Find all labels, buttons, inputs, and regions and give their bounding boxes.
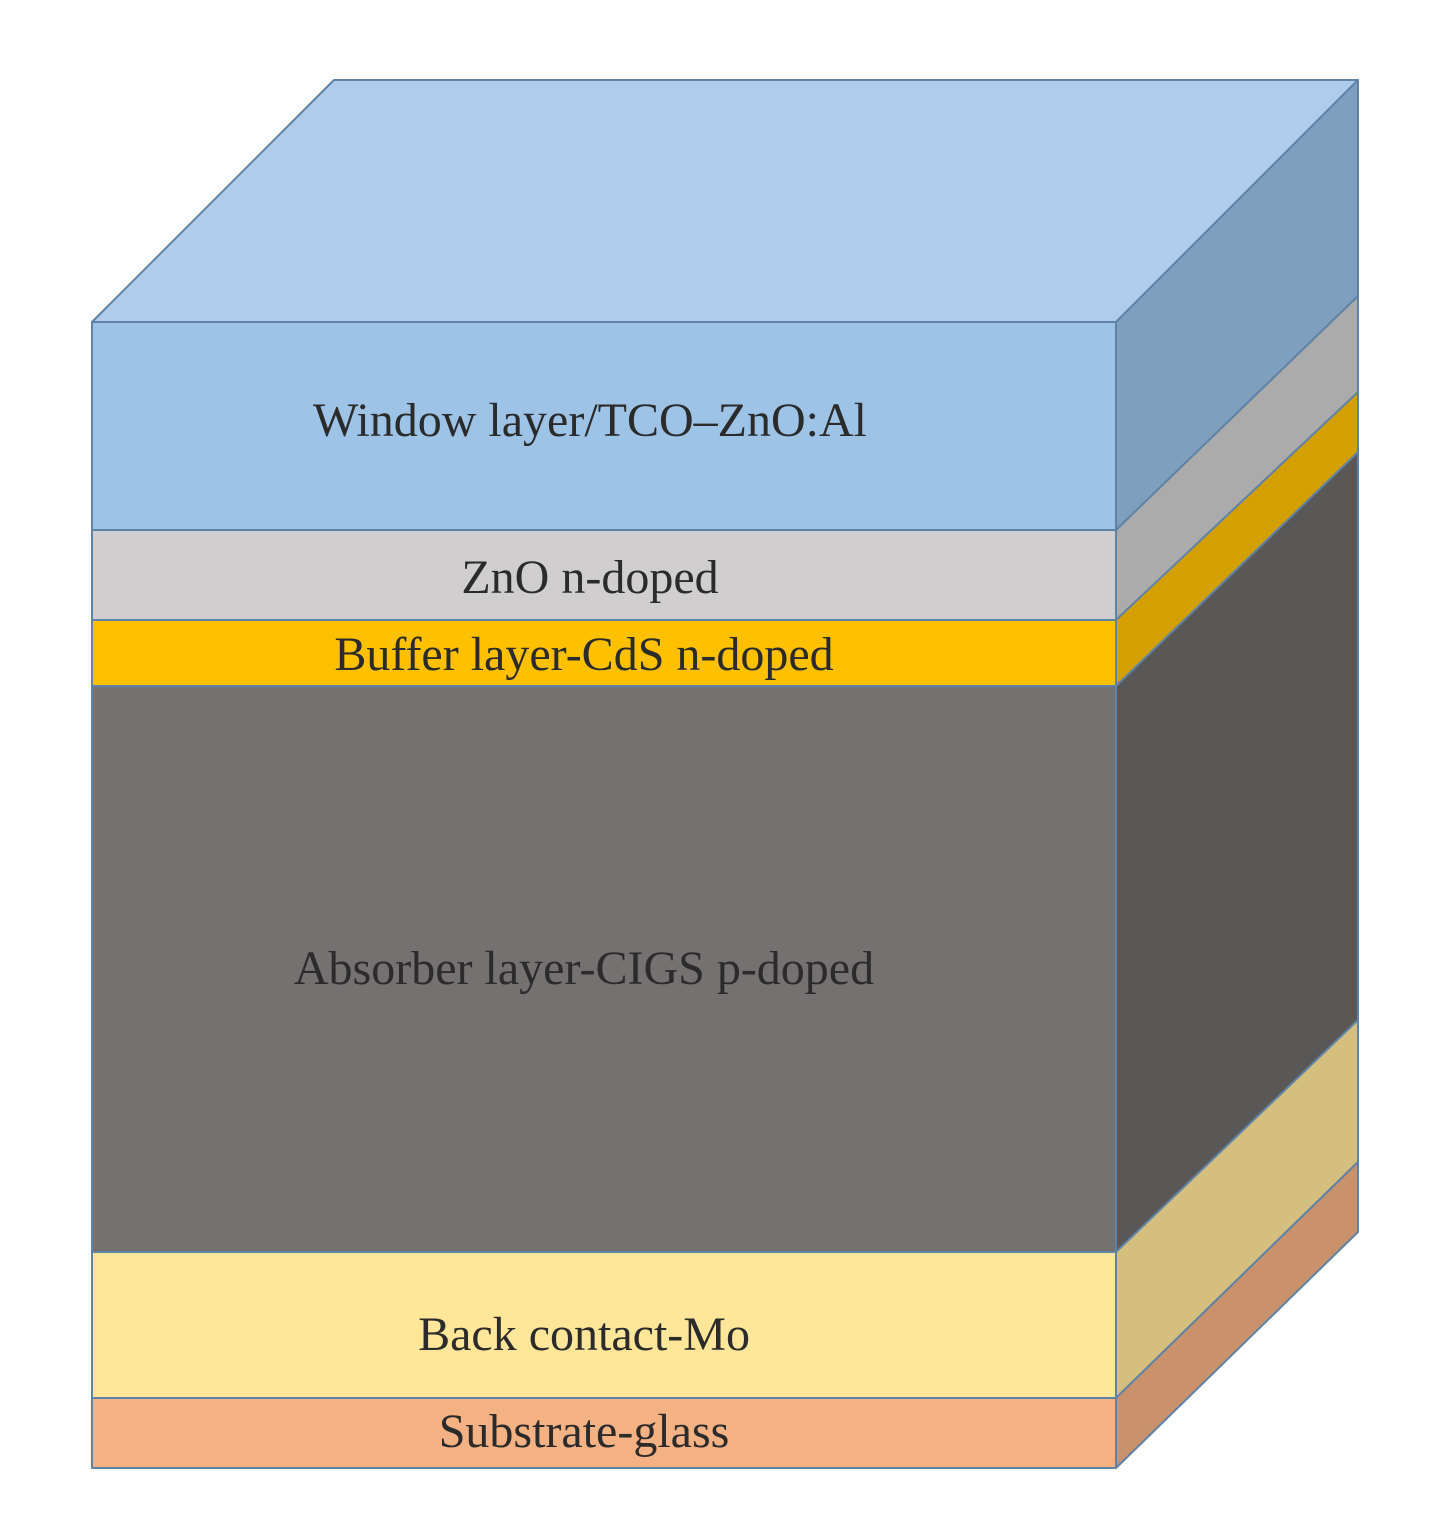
zno-layer-label: ZnO n-doped: [461, 551, 718, 604]
layer-substrate-glass: Substrate-glass: [91, 1161, 1359, 1469]
buffer-layer-label: Buffer layer-CdS n-doped: [334, 628, 833, 681]
layer-zno: ZnO n-doped: [91, 295, 1359, 621]
substrate-layer-front-face: [91, 1397, 1117, 1469]
layer-back-contact-mo: Back contact-Mo: [91, 1019, 1359, 1399]
zno-layer-front-face: [91, 529, 1117, 621]
substrate-layer-label: Substrate-glass: [439, 1405, 730, 1458]
layer-window: Window layer/TCO–ZnO:Al: [91, 79, 1359, 531]
absorber-layer-label: Absorber layer-CIGS p-doped: [294, 942, 874, 995]
layer-buffer-cds: Buffer layer-CdS n-doped: [91, 391, 1359, 687]
back-contact-layer-label: Back contact-Mo: [418, 1308, 750, 1361]
window-layer-front-face: [91, 321, 1117, 531]
absorber-layer-front-face: [91, 685, 1117, 1253]
substrate-layer-side-face: [1115, 1161, 1359, 1469]
window-layer-label: Window layer/TCO–ZnO:Al: [313, 394, 867, 447]
buffer-layer-front-face: [91, 619, 1117, 687]
layer-absorber-cigs: Absorber layer-CIGS p-doped: [91, 451, 1359, 1253]
